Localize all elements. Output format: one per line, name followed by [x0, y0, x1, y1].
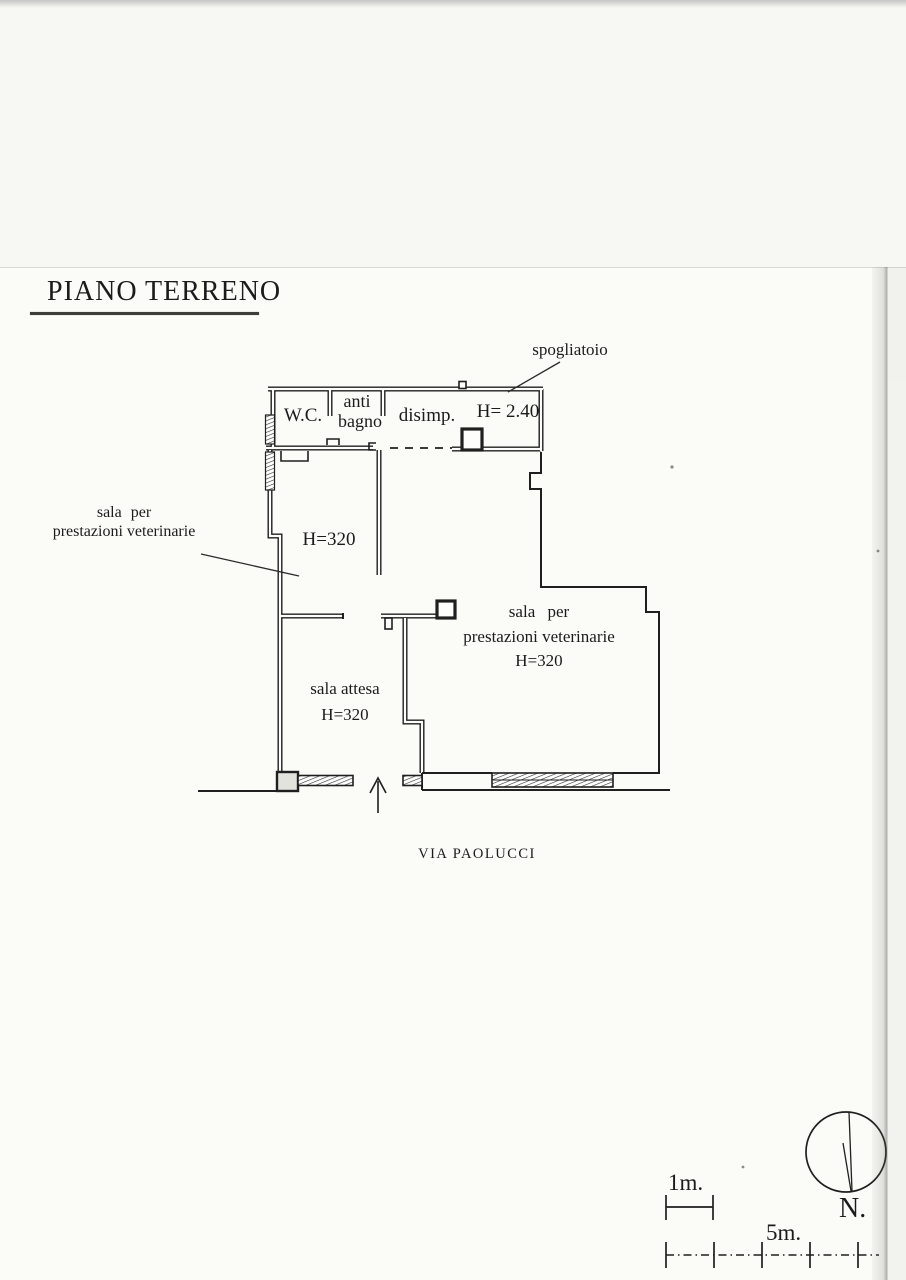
room-label-vet-outside-line2: prestazioni veterinarie — [52, 523, 196, 540]
height-label-sala-attesa: H=320 — [321, 705, 369, 724]
wall-corner-block — [275, 770, 300, 793]
room-label-vet-outside: sala per prestazioni veterinarie — [53, 503, 196, 541]
compass-icon — [805, 1111, 887, 1193]
title-underline — [30, 312, 259, 315]
room-label-antibagno-line2: bagno — [338, 411, 382, 431]
room-label-vet-main: sala per prestazioni veterinarie H=320 — [463, 600, 615, 674]
window-hatches — [264, 414, 614, 788]
entrance-arrow-icon — [369, 776, 387, 813]
page-title: PIANO TERRENO — [47, 276, 282, 307]
scale-label-5m: 5m. — [766, 1220, 802, 1245]
height-label-240: H= 2.40 — [476, 401, 540, 422]
height-label-left-room: H=320 — [302, 529, 356, 550]
scan-right-margin — [888, 267, 906, 1280]
room-label-vet-main-line2: prestazioni veterinarie — [463, 626, 615, 646]
scan-page-right-edge — [872, 267, 888, 1280]
street-label: VIA PAOLUCCI — [418, 846, 536, 862]
scan-edge-shadow-top — [0, 0, 906, 268]
scan-specks — [670, 465, 880, 1169]
height-label-vet-main: H=320 — [515, 651, 563, 670]
walls-single — [198, 452, 670, 792]
wall-details — [280, 380, 467, 630]
compass-north-label: N. — [839, 1193, 867, 1224]
scale-label-1m: 1m. — [668, 1170, 704, 1195]
room-label-disimp: disimp. — [398, 405, 456, 426]
leader-lines — [200, 361, 561, 577]
scale-bar-5m — [665, 1242, 879, 1268]
scale-bar-1m — [665, 1195, 714, 1220]
walls-outer-core — [266, 387, 543, 773]
room-label-vet-outside-line1: sala per — [96, 504, 152, 521]
room-label-antibagno-line1: anti — [343, 391, 371, 411]
scan-edge-top-strip — [0, 0, 906, 8]
pillar-blocks — [435, 427, 484, 620]
room-label-sala-attesa-line1: sala attesa — [310, 679, 380, 698]
room-label-wc: W.C. — [283, 405, 323, 426]
room-label-sala-attesa: sala attesa H=320 — [310, 676, 379, 728]
room-label-vet-main-line1: sala per — [508, 602, 570, 621]
room-label-spogliatoio: spogliatoio — [532, 340, 608, 359]
